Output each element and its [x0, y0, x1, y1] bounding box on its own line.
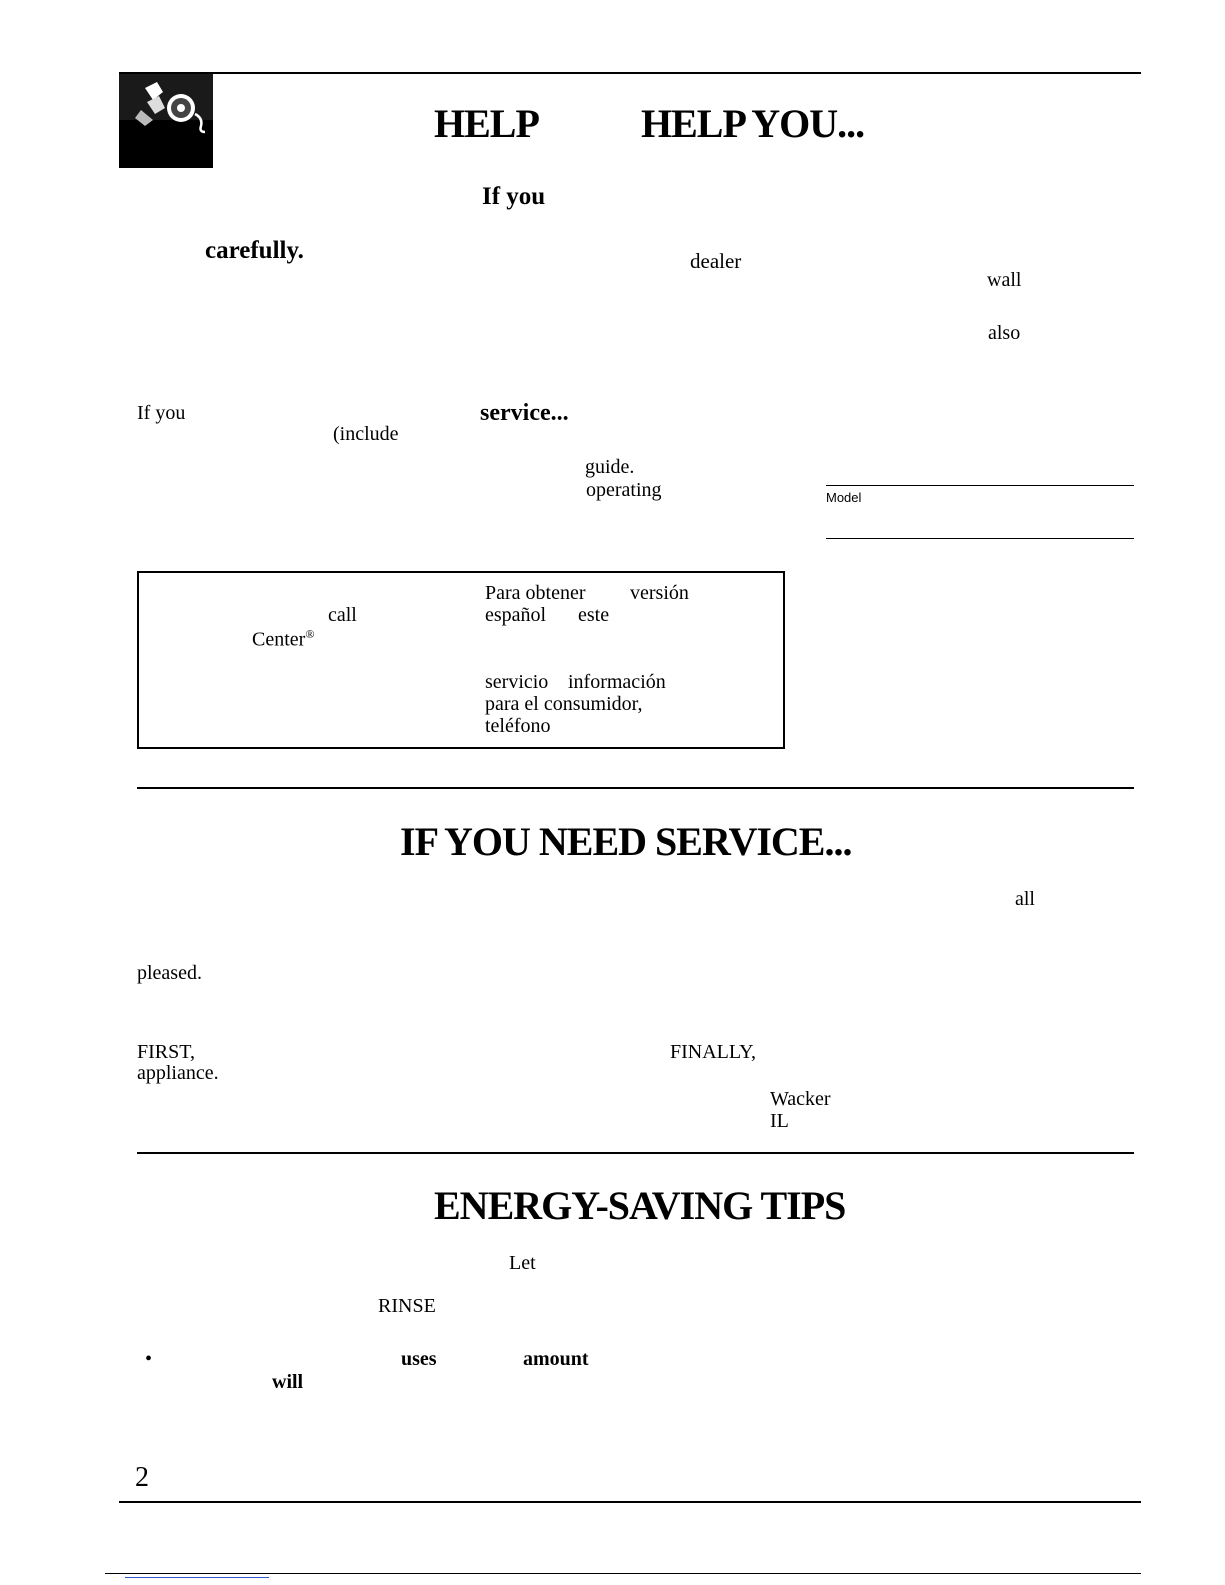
box-telefono: teléfono [485, 715, 551, 737]
box-espanol: español [485, 604, 547, 626]
model-label: Model [826, 490, 862, 505]
finally-text: FINALLY, [670, 1041, 756, 1063]
model-line-top [826, 485, 1134, 486]
service-text: service... [480, 400, 569, 426]
bottom-blue-link-rule [125, 1577, 269, 1578]
will-text: will [272, 1371, 304, 1393]
top-rule [119, 72, 1141, 74]
let-text: Let [509, 1252, 536, 1274]
registered-mark: ® [305, 627, 315, 641]
box-para-el-consumidor: para el consumidor, [485, 693, 643, 715]
service-heading: IF YOU NEED SERVICE... [400, 819, 852, 864]
wall-text: wall [987, 269, 1022, 291]
carefully-text: carefully. [205, 237, 304, 264]
rinse-text: RINSE [378, 1295, 436, 1317]
consumer-info-box [137, 571, 785, 749]
page-number: 2 [135, 1462, 149, 1493]
service-if-you: If you [137, 402, 186, 424]
first-text: FIRST, [137, 1041, 195, 1063]
dealer-text: dealer [690, 249, 742, 273]
box-center-label: Center [252, 628, 306, 651]
box-este: este [578, 604, 610, 626]
wacker-text: Wacker [770, 1088, 831, 1110]
box-para-obtener: Para obtener [485, 582, 586, 604]
bullet-mark: • [145, 1348, 153, 1370]
amount-text: amount [523, 1348, 589, 1370]
box-informacion: información [568, 671, 666, 693]
section2-rule [137, 787, 1134, 789]
include-text: (include [333, 423, 399, 445]
box-call: call [328, 604, 357, 626]
section3-rule [137, 1152, 1134, 1154]
box-center: Center® [252, 627, 314, 652]
help-heading-b: HELP YOU... [641, 101, 865, 146]
appliance-text: appliance. [137, 1062, 219, 1084]
il-text: IL [770, 1110, 789, 1132]
phone-icon-block [119, 74, 213, 168]
all-text: all [1015, 888, 1035, 910]
model-line-bottom [826, 538, 1134, 539]
telephone-icon [119, 74, 213, 168]
energy-heading: ENERGY-SAVING TIPS [434, 1183, 846, 1228]
box-version: versión [630, 582, 689, 604]
operating-text: operating [586, 479, 662, 501]
box-servicio: servicio [485, 671, 549, 693]
help-heading-a: HELP [434, 101, 540, 146]
intro-if-you: If you [482, 183, 546, 210]
pleased-text: pleased. [137, 962, 202, 984]
guide-text: guide. [585, 456, 635, 478]
bottom-thin-rule [105, 1573, 1141, 1574]
also-text: also [988, 322, 1021, 344]
footer-rule [119, 1501, 1141, 1503]
uses-text: uses [401, 1348, 437, 1370]
